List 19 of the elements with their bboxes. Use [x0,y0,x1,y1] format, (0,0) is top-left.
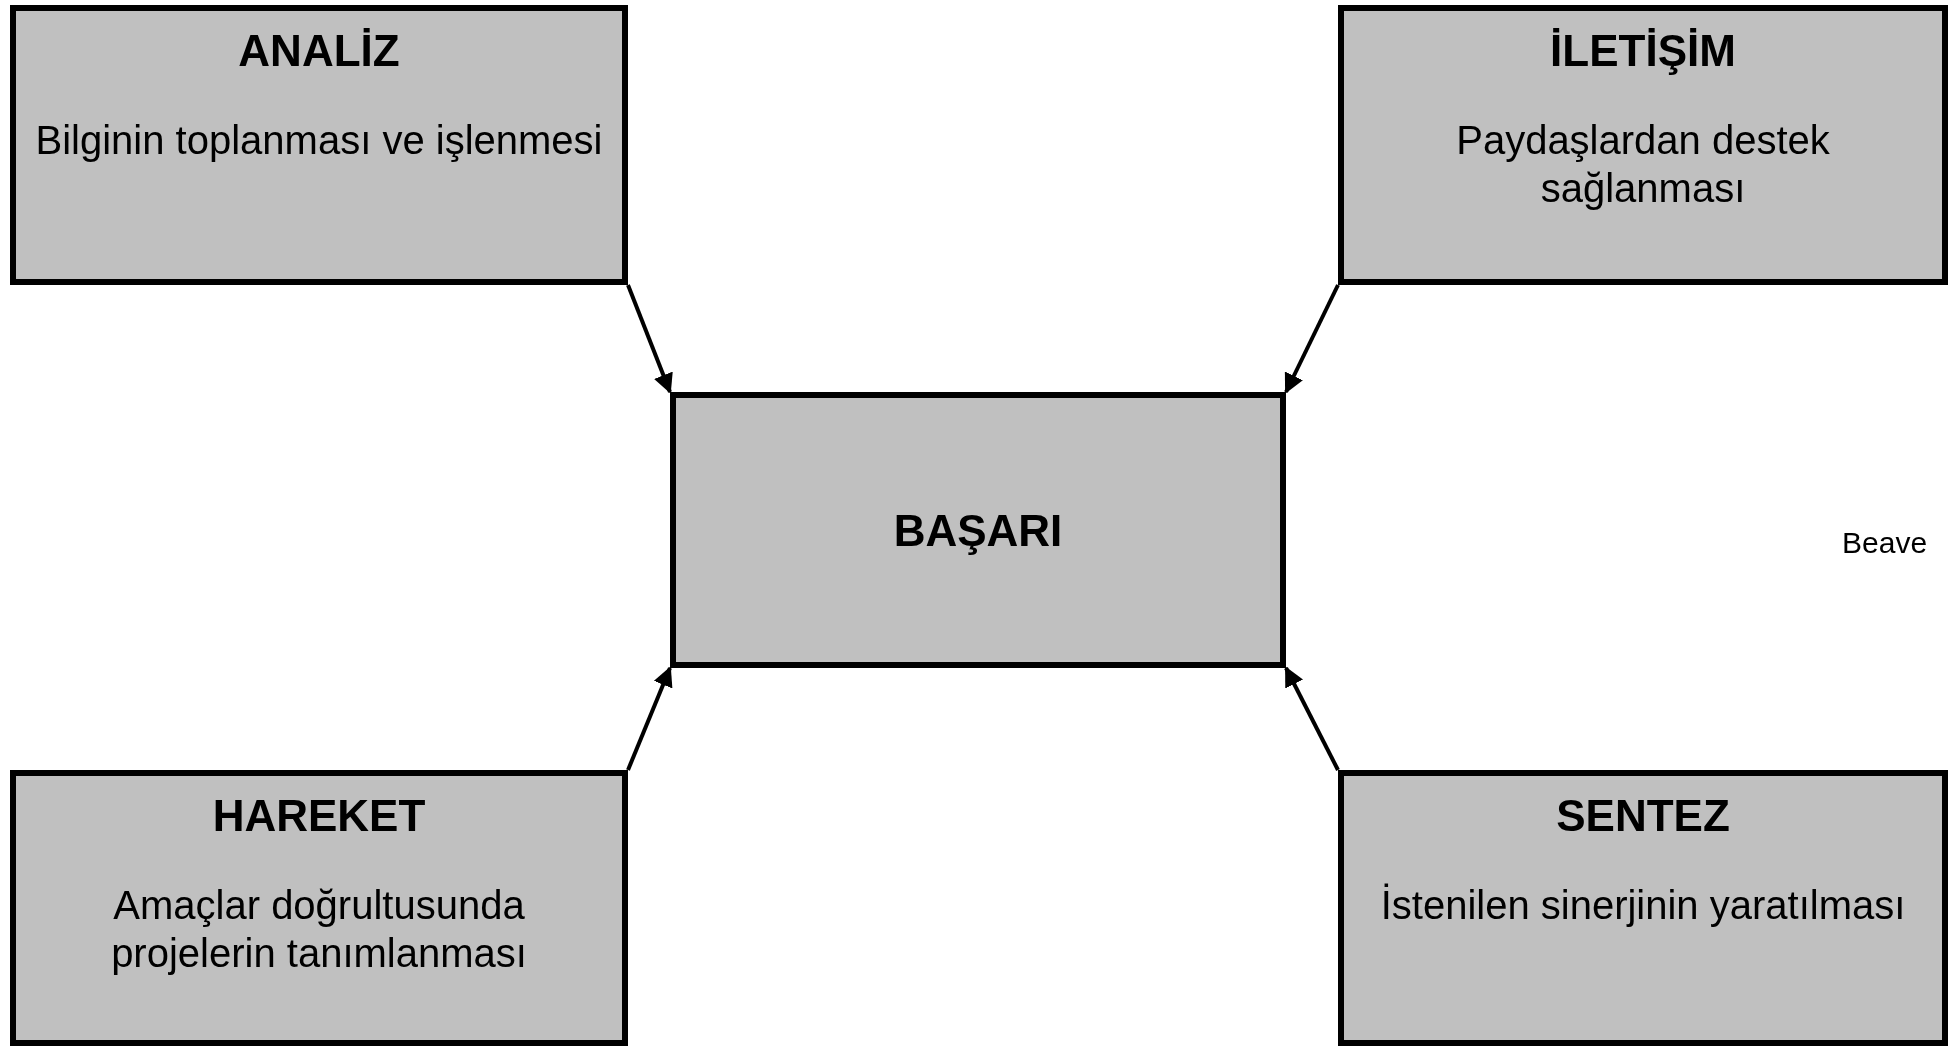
arrow [1284,284,1340,394]
process-box [1338,5,1948,285]
process-box [10,770,628,1046]
box-description: İstenilen sinerjinin yaratılması [1380,882,1906,929]
arrow [626,666,673,771]
process-box [1338,770,1948,1046]
box-title: BAŞARI [893,504,1063,557]
process-box [670,392,1286,668]
box-description: Paydaşlardan destek sağlanması [1455,117,1831,212]
box-title: SENTEZ [1556,790,1730,842]
box-title: ANALİZ [238,25,400,77]
citation-text: Beave [1842,525,1928,561]
box-description: Bilginin toplanması ve işlenmesi [35,117,603,164]
process-box [10,5,628,285]
arrow [1284,666,1340,771]
box-description: Amaçlar doğrultusunda projelerin tanımlanması [110,882,528,977]
box-title: İLETİŞİM [1550,25,1736,77]
box-title: HAREKET [212,790,426,842]
arrow [626,284,673,394]
